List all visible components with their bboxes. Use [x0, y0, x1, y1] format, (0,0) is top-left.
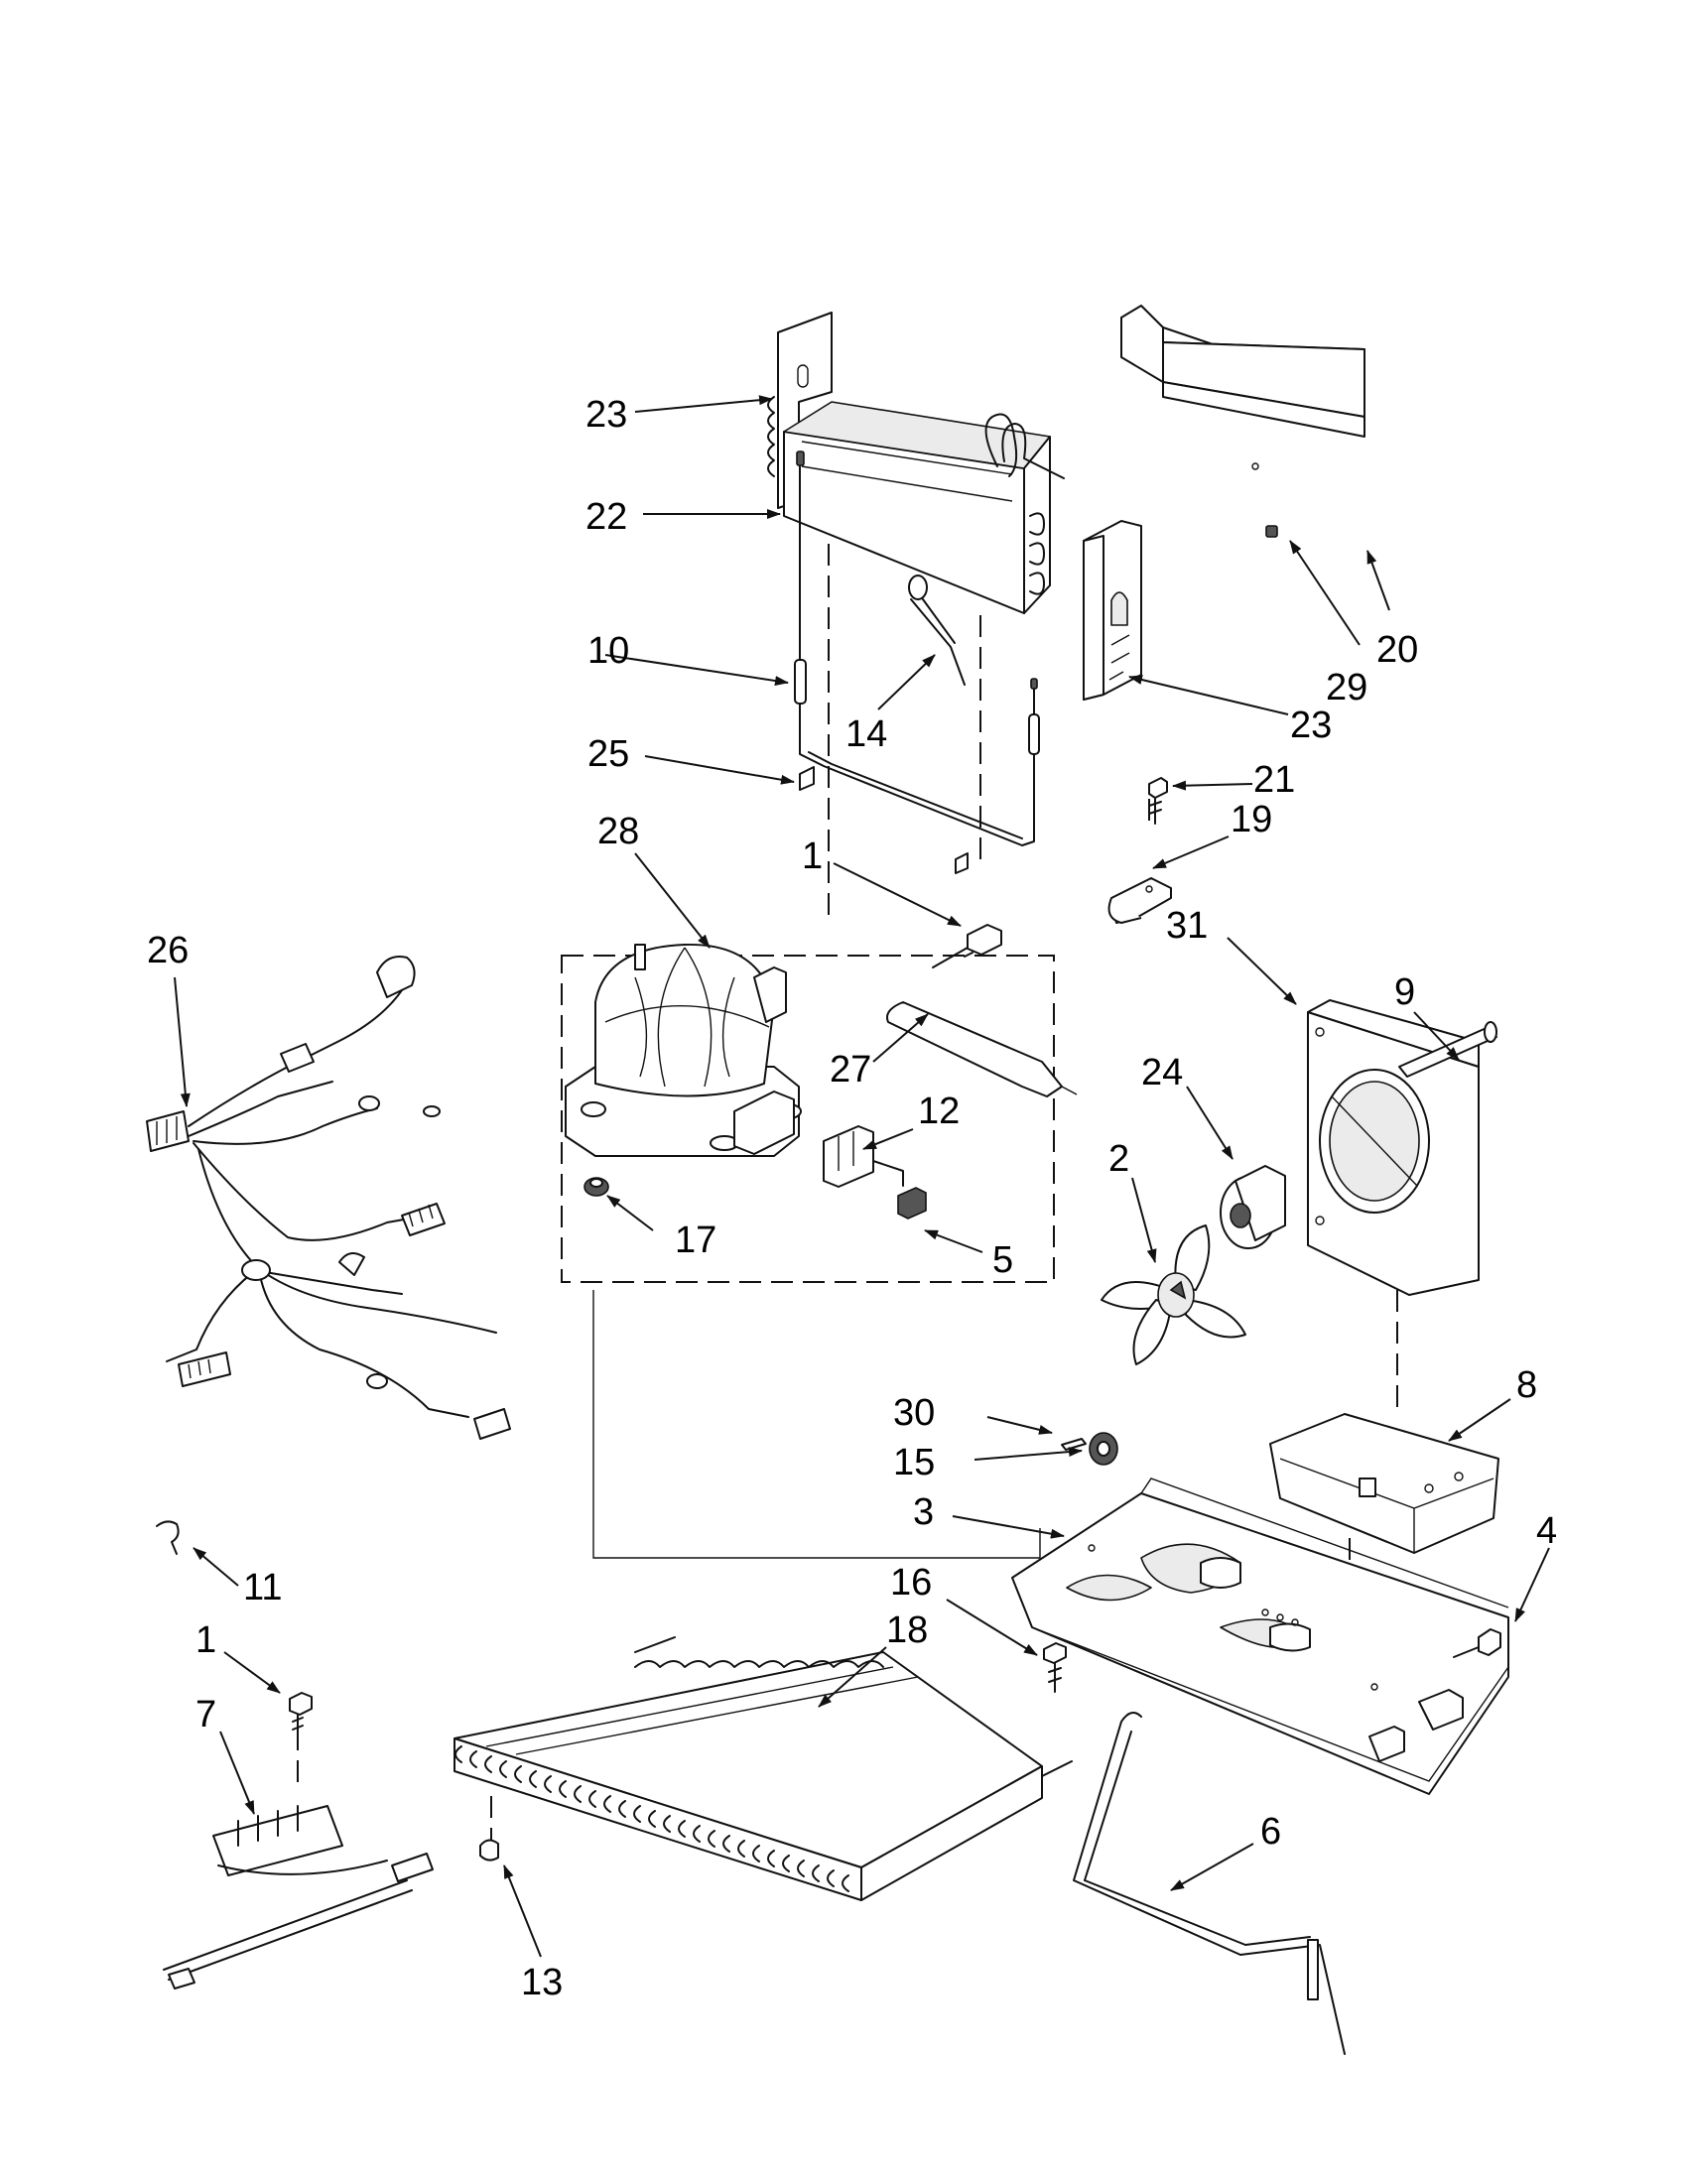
- overload-cap-5: [897, 1187, 927, 1220]
- wire-clip-11: [156, 1520, 180, 1555]
- screw-21: [1148, 777, 1168, 825]
- callout-25: 25: [587, 733, 629, 775]
- mounting-plate-3: [1011, 1477, 1509, 1795]
- evaporator-cover: [1120, 305, 1365, 470]
- callout-26: 26: [147, 930, 189, 971]
- callout-23-upper: 23: [585, 394, 627, 436]
- wire-harness-7: [163, 1805, 434, 1990]
- callout-23-right: 23: [1290, 705, 1332, 746]
- callout-leaders: [174, 395, 1550, 1958]
- condenser-coil-18: [454, 1636, 1073, 1901]
- callout-14: 14: [845, 713, 887, 755]
- callout-22: 22: [585, 496, 627, 538]
- fan-shroud-31: [1307, 999, 1480, 1296]
- callout-9: 9: [1394, 971, 1415, 1013]
- grommet-17: [584, 1177, 609, 1197]
- drier-27: [886, 1001, 1078, 1097]
- callout-15: 15: [893, 1442, 935, 1483]
- screw-4: [1453, 1628, 1501, 1658]
- evaporator-coil: [783, 401, 1065, 614]
- cover-clip: [1265, 525, 1278, 538]
- callout-17: 17: [675, 1220, 716, 1261]
- callout-12: 12: [918, 1091, 960, 1132]
- callout-18: 18: [886, 1609, 928, 1651]
- relay-12: [823, 1125, 904, 1188]
- callout-13: 13: [521, 1962, 563, 2003]
- callout-19: 19: [1231, 799, 1272, 840]
- callout-21: 21: [1253, 759, 1295, 801]
- pin-30: [1061, 1438, 1087, 1451]
- main-wire-harness: [146, 956, 511, 1440]
- callout-8: 8: [1516, 1364, 1537, 1406]
- callout-20: 20: [1376, 629, 1418, 671]
- fan-blade-2: [1101, 1224, 1246, 1365]
- callout-31: 31: [1166, 905, 1208, 947]
- callout-29: 29: [1326, 667, 1367, 708]
- callout-10: 10: [587, 630, 629, 672]
- mounting-bracket-19: [1107, 877, 1172, 924]
- fan-motor-24: [1220, 1165, 1286, 1249]
- defrost-thermostat: [908, 575, 966, 686]
- callout-5: 5: [992, 1239, 1013, 1281]
- callout-30: 30: [893, 1392, 935, 1434]
- callout-11: 11: [243, 1567, 282, 1608]
- callout-1-lower: 1: [195, 1619, 216, 1661]
- callout-2: 2: [1108, 1138, 1129, 1180]
- evaporator-bracket-right: [1083, 520, 1142, 701]
- callout-16: 16: [890, 1562, 932, 1604]
- callout-24: 24: [1141, 1052, 1183, 1093]
- drain-tube-6: [1073, 1712, 1346, 2055]
- callout-3: 3: [913, 1491, 934, 1533]
- condenser-clip-13: [479, 1839, 499, 1862]
- callout-28: 28: [597, 811, 639, 852]
- callout-7: 7: [195, 1694, 216, 1735]
- callout-4: 4: [1536, 1510, 1557, 1552]
- callout-27: 27: [830, 1049, 871, 1091]
- grommet-15: [1089, 1432, 1118, 1466]
- control-housing-8: [1269, 1413, 1499, 1554]
- screw-1-lower: [289, 1692, 313, 1737]
- callout-numbers: 23 22 10 14 25 28 1 20 29 23 21 19 26 27…: [147, 394, 1557, 2003]
- defrost-heater: [794, 450, 1040, 874]
- screw-1-upper: [932, 924, 1002, 968]
- screw-16: [1043, 1642, 1067, 1693]
- callout-1-upper: 1: [802, 835, 823, 877]
- compressor: [565, 943, 802, 1157]
- callout-6: 6: [1260, 1811, 1281, 1853]
